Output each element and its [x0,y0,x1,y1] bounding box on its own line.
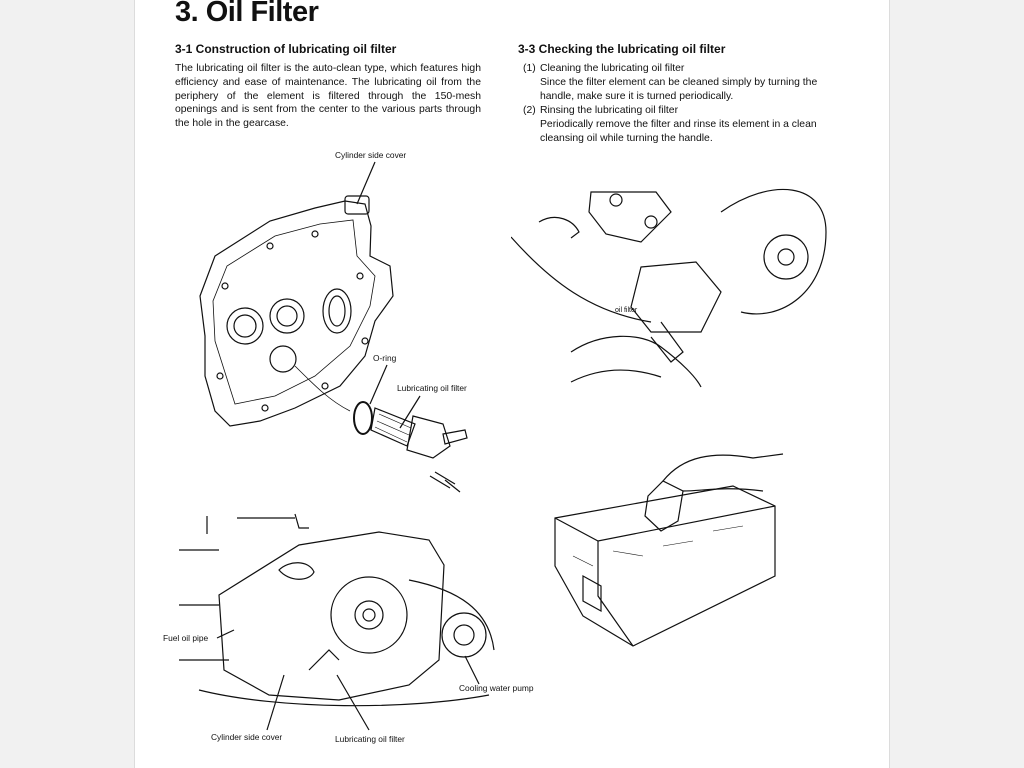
checking-item-1-body: Since the filter element can be cleaned … [540,77,818,102]
engine-frame-rails [179,549,229,661]
leader-cylinder-cover [356,161,376,205]
checking-item-2-number: (2) [523,105,536,116]
cleansing-oil-surface [572,525,744,567]
cover-plate [588,191,672,243]
label-o-ring: O-ring [373,353,397,363]
leader-fuel-oil-pipe [216,629,235,639]
filter-mesh-lines [374,413,412,443]
cover-oil-passage [294,365,351,412]
label-cooling-water-pump: Cooling water pump [459,683,534,693]
figure-engine-side-view: Fuel oil pipe Cooling water pump Cylinde… [159,510,559,750]
rinse-tank-inner-edges [554,505,776,647]
flywheel-hub-center [777,248,795,266]
checking-item-1-title: (1) Cleaning the lubricating oil filter [518,62,828,76]
cover-port-large-inner [233,314,257,338]
dipstick [538,217,580,239]
checking-item-2-body: Periodically remove the filter and rinse… [540,119,817,144]
leader-oil-filter [399,395,421,429]
engine-flywheel [330,576,408,654]
cover-plate-bolt [644,215,658,229]
engine-hub-center [362,608,376,622]
cover-plate-bolt [609,193,623,207]
flywheel-housing [720,188,827,315]
page-title: 3. Oil Filter [175,0,319,28]
figure-cylinder-cover-exploded: Cylinder side cover O-ring Lubricating o… [175,146,515,506]
cover-bolt [216,372,224,380]
cover-port-mid-inner [276,305,298,327]
filter-bolt [429,471,461,493]
section-heading-checking: 3-3 Checking the lubricating oil filter [518,42,726,56]
checking-item-2-label: Rinsing the lubricating oil filter [540,105,679,116]
cover-boss [344,195,370,215]
cover-bolt [221,282,229,290]
cover-oval-port [322,288,352,334]
figure-turning-filter-handle: oil filter [511,172,831,402]
filter-head [406,415,451,459]
filter-handle [650,321,684,363]
cover-oval-port-inner [328,295,346,327]
leader-lubricating-oil-filter-bottom [336,674,370,731]
checking-item-2-title: (2) Rinsing the lubricating oil filter [518,104,828,118]
manual-page: 3. Oil Filter 3-1 Construction of lubric… [134,0,890,768]
oil-filter-handle-engine [308,649,340,671]
engine-hub [354,600,384,630]
section-body-construction: The lubricating oil filter is the auto-c… [175,63,481,130]
cylinder-cover-inner-edge [212,219,376,405]
cover-bolt [356,272,364,280]
checking-item-1-label: Cleaning the lubricating oil filter [540,63,685,74]
rinse-tank-outline [554,485,776,647]
cylinder-cover-outline [199,200,394,427]
hand-holding-filter [662,453,784,492]
engine-belt [408,579,495,651]
cover-port-mid [269,298,305,334]
filter-stamp-text: oil filter [615,307,638,314]
filter-mount [630,261,722,333]
label-lubricating-oil-filter-bottom: Lubricating oil filter [335,734,405,744]
cooling-water-pump-hub [453,624,475,646]
cover-bolt [361,337,369,345]
leader-cylinder-side-cover-bottom [266,674,285,731]
section-heading-construction: 3-1 Construction of lubricating oil filt… [175,42,397,56]
hand-turning-handle [570,335,702,388]
engine-lower-edge [511,236,652,323]
cover-bolt [261,404,269,412]
label-cylinder-side-cover-bottom: Cylinder side cover [211,732,282,742]
filter-element-body [370,407,416,447]
filter-handle [442,429,468,445]
filter-being-rinsed [644,480,684,532]
engine-base-frame [198,689,490,707]
leader-o-ring [369,364,388,405]
section-construction: 3-1 Construction of lubricating oil filt… [175,42,481,131]
leader-cooling-water-pump [464,655,480,685]
flywheel-hub [763,234,809,280]
o-ring [353,401,373,435]
label-lubricating-oil-filter: Lubricating oil filter [397,383,467,393]
cover-bolt [311,230,319,238]
cooling-water-pump-pulley [441,612,487,658]
cover-port-small [269,345,297,373]
cover-bolt [321,382,329,390]
engine-top-cable [237,513,309,529]
section-checking: 3-3 Checking the lubricating oil filter … [518,42,828,146]
tank-handle [582,574,602,613]
figure-rinsing-filter [553,446,803,656]
label-fuel-oil-pipe: Fuel oil pipe [163,633,209,643]
cover-bolt [266,242,274,250]
engine-cover-outline [218,531,445,701]
engine-cover-boss [278,562,315,580]
checking-item-1-number: (1) [523,63,536,74]
label-cylinder-side-cover-top: Cylinder side cover [335,150,406,160]
cover-port-large [226,307,264,345]
